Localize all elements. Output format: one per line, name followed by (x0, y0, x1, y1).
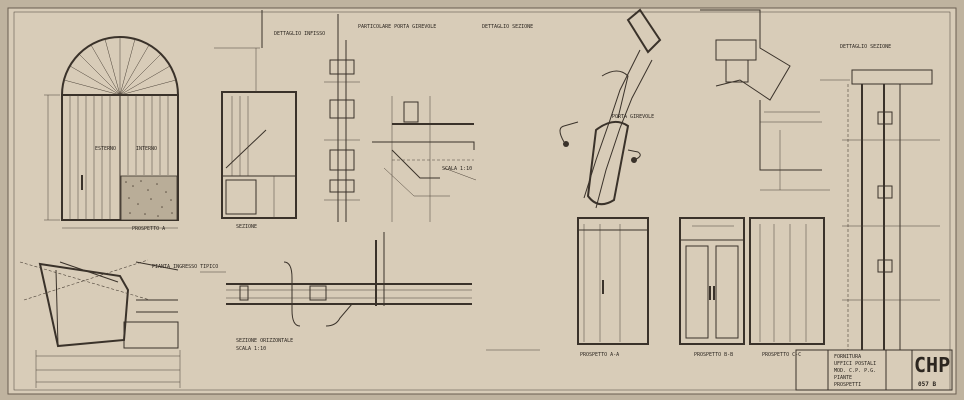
title-block: FORNITURA UFFICI POSTALI MOD. C.P. P.G. … (795, 349, 953, 391)
title-line-4: PIANTE (834, 375, 852, 381)
label-pianta-ingresso: PIANTA INGRESSO TIPICO (152, 264, 218, 270)
label-dettaglio-right: DETTAGLIO SEZIONE (840, 44, 891, 50)
label-scala-horizontal: SCALA 1:10 (236, 346, 266, 352)
label-prospetto-bb: PROSPETTO B-B (694, 352, 733, 358)
label-prospetto-a: PROSPETTO A (132, 226, 165, 232)
arched-door-elevation: ESTERNO INTERNO PROSPETTO A (44, 36, 179, 232)
elevation-cc: PROSPETTO C-C (749, 217, 825, 358)
title-line-5: PROSPETTI (834, 382, 861, 388)
title-line-3: MOD. C.P. P.G. (834, 368, 876, 374)
label-scala-sill: SCALA 1:10 (442, 166, 472, 172)
label-interno: INTERNO (136, 146, 157, 152)
sill-detail: SCALA 1:10 (372, 96, 477, 222)
stamp-logo: CHP (914, 353, 950, 377)
header-notes: DETTAGLIO INFISSO PARTICOLARE PORTA GIRE… (261, 10, 533, 48)
label-esterno: ESTERNO (95, 146, 116, 152)
note-particolare-porta: PARTICOLARE PORTA GIREVOLE (358, 24, 436, 30)
entrance-section: SEZIONE (214, 47, 297, 230)
label-sezione-orizzontale: SEZIONE ORIZZONTALE (236, 338, 293, 344)
vertical-detail (324, 14, 360, 222)
elevation-aa: PROSPETTO A-A (577, 217, 649, 358)
note-dettaglio-infisso: DETTAGLIO INFISSO (274, 31, 325, 37)
horizontal-section: SEZIONE ORIZZONTALE SCALA 1:10 (200, 232, 472, 352)
note-dettaglio-sezione: DETTAGLIO SEZIONE (482, 24, 533, 30)
revolving-door-detail: PORTA GIREVOLE (559, 8, 822, 209)
elevation-bb: PROSPETTO B-B (679, 217, 745, 358)
label-prospetto-aa: PROSPETTO A-A (580, 352, 619, 358)
stamp-number: 057 B (918, 381, 936, 388)
label-prospetto-cc: PROSPETTO C-C (762, 352, 801, 358)
tall-vertical-section: DETTAGLIO SEZIONE (840, 44, 940, 350)
label-porta-girevole: PORTA GIREVOLE (612, 114, 654, 120)
label-sezione: SEZIONE (236, 224, 257, 230)
drawing-border (13, 11, 951, 391)
title-line-2: UFFICI POSTALI (834, 361, 876, 367)
dimension-lines (486, 79, 850, 351)
title-line-1: FORNITURA (834, 354, 861, 360)
entrance-plan: PIANTA INGRESSO TIPICO (19, 259, 218, 388)
